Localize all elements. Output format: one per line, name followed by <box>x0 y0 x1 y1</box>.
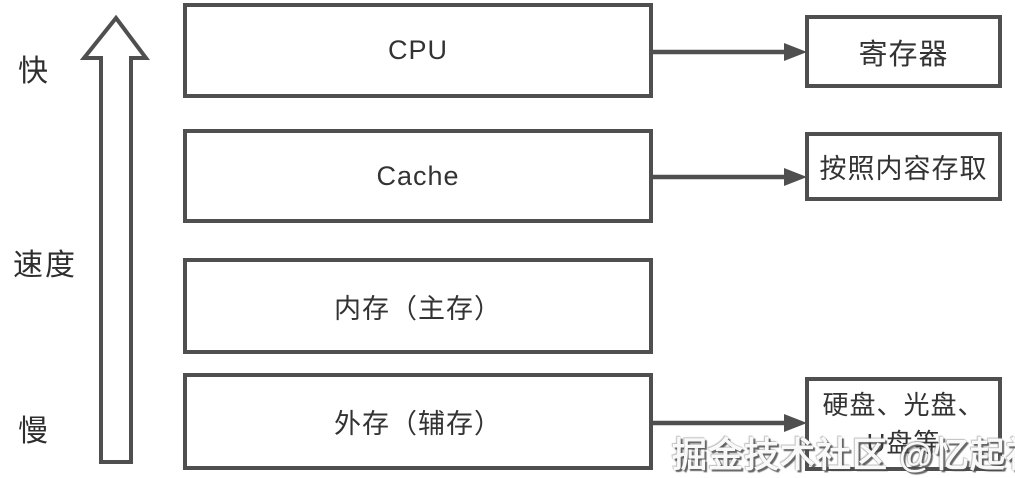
arrow-cache-to-content-icon <box>653 168 807 186</box>
box-main-memory-label: 内存（主存） <box>334 293 502 324</box>
box-cache-label: Cache <box>376 160 460 191</box>
box-cache: Cache <box>183 129 653 223</box>
axis-label-speed: 速度 <box>13 249 77 282</box>
box-register-label: 寄存器 <box>858 38 949 71</box>
box-storage-devices-line1: 硬盘、光盘、 <box>822 390 985 420</box>
juejin-watermark: 掘金技术社区 @忆起初见 <box>672 436 1015 475</box>
box-storage-devices-line2: U盘等 <box>866 428 941 458</box>
arrow-external-to-devices-icon <box>653 414 807 432</box>
box-cpu: CPU <box>183 3 653 98</box>
box-main-memory: 内存（主存） <box>183 258 653 354</box>
box-access-by-content: 按照内容存取 <box>805 132 1002 201</box>
box-storage-devices: 硬盘、光盘、 U盘等 <box>805 377 1002 471</box>
box-external-storage: 外存（辅存） <box>183 373 653 470</box>
box-register: 寄存器 <box>805 15 1002 88</box>
box-cpu-label: CPU <box>387 35 448 65</box>
arrow-cpu-to-register-icon <box>653 43 807 61</box>
box-access-by-content-label: 按照内容存取 <box>819 154 988 184</box>
axis-label-slow: 慢 <box>18 415 50 448</box>
box-external-storage-label: 外存（辅存） <box>334 409 502 439</box>
speed-up-arrow-icon <box>79 14 150 464</box>
axis-label-fast: 快 <box>18 55 50 88</box>
